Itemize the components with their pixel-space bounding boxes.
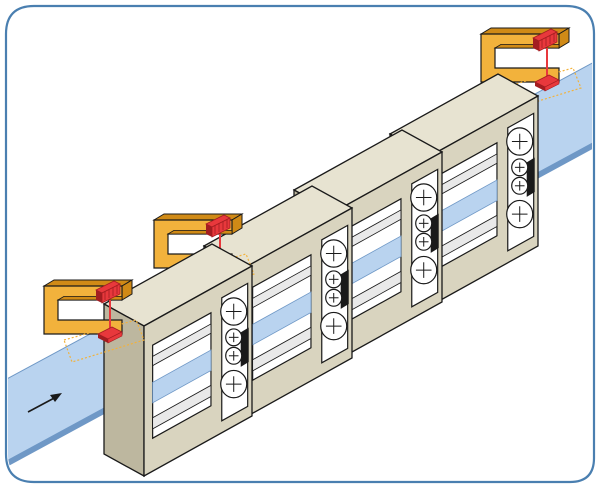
- sensor-side-face: [533, 38, 539, 51]
- sensor-front-face: [101, 283, 121, 304]
- sensor-bottom-front: [107, 331, 123, 344]
- sensor-bottom-side: [535, 82, 545, 91]
- equipment-layers: [42, 27, 582, 478]
- stand-2: [202, 185, 354, 420]
- sensor-bottom-side: [98, 334, 108, 343]
- frame-border: [4, 4, 596, 484]
- sensor-bottom-front: [544, 79, 560, 92]
- sensor-side-face: [96, 290, 102, 303]
- roll-gap: [240, 327, 249, 367]
- gauge-entry: [42, 279, 145, 363]
- strip-in-stand: [152, 349, 212, 404]
- sensor-front-face: [538, 31, 558, 52]
- roll-gap: [340, 269, 349, 309]
- sensor-front-face: [211, 217, 231, 238]
- roll-gap: [526, 157, 535, 197]
- gauge-exit: [479, 27, 582, 111]
- roll-gap: [430, 213, 439, 253]
- stand-1: [102, 243, 254, 478]
- arrow-icon: [27, 393, 62, 413]
- upper-roll-bar: [152, 323, 212, 367]
- lower-roll-bar: [152, 384, 212, 430]
- sensor-side-face: [206, 224, 212, 237]
